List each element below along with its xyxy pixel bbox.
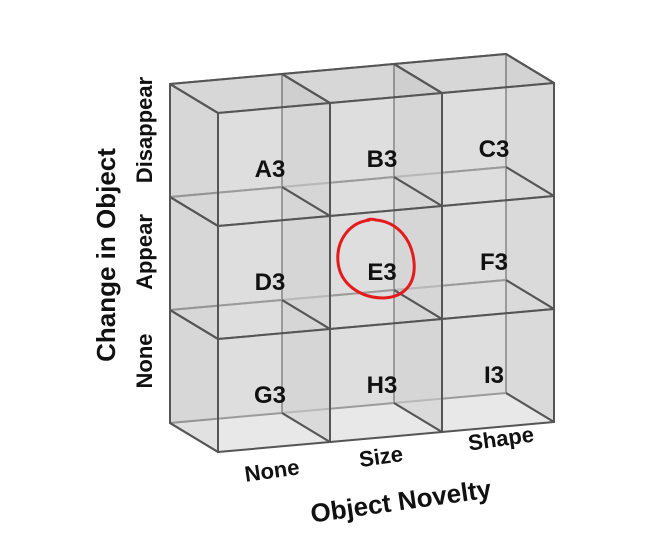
- y-axis-title: Change in Object: [91, 148, 121, 362]
- cube-depth-edge: [505, 279, 555, 310]
- cube-depth-edge: [393, 402, 443, 433]
- x-axis-title: Object Novelty: [309, 473, 494, 528]
- cell-label-e3: E3: [367, 259, 396, 286]
- highlight-circle: [336, 217, 416, 300]
- cell-label-b3: B3: [367, 146, 398, 173]
- cube-depth-edge: [281, 186, 331, 217]
- cube-depth-edge: [169, 309, 219, 340]
- y-tick-none: None: [132, 334, 157, 389]
- x-tick-none: None: [243, 454, 301, 486]
- cube-depth-edge: [505, 166, 555, 197]
- cube-depth-edge: [169, 196, 219, 227]
- cube-grid-front: [169, 53, 555, 453]
- cell-label-a3: A3: [255, 156, 286, 183]
- cell-label-g3: G3: [254, 382, 286, 409]
- cell-label-f3: F3: [480, 249, 508, 276]
- x-tick-size: Size: [357, 441, 404, 472]
- y-tick-appear: Appear: [132, 214, 157, 290]
- cube-depth-edge: [281, 73, 331, 104]
- cube-depth-edge: [505, 53, 555, 84]
- cube-depth-edge: [393, 176, 443, 207]
- cell-label-d3: D3: [255, 269, 286, 296]
- cube-depth-edge: [169, 83, 219, 114]
- cell-label-h3: H3: [367, 372, 398, 399]
- cube-depth-edge: [393, 289, 443, 320]
- y-tick-disappear: Disappear: [132, 76, 157, 183]
- cube-depth-edge: [169, 422, 219, 453]
- cube-depth-edge: [393, 63, 443, 94]
- cube-depth-edge: [281, 412, 331, 443]
- cell-label-i3: I3: [484, 362, 504, 389]
- cube-depth-edge: [505, 392, 555, 423]
- cube-depth-edge: [281, 299, 331, 330]
- cell-label-c3: C3: [479, 136, 510, 163]
